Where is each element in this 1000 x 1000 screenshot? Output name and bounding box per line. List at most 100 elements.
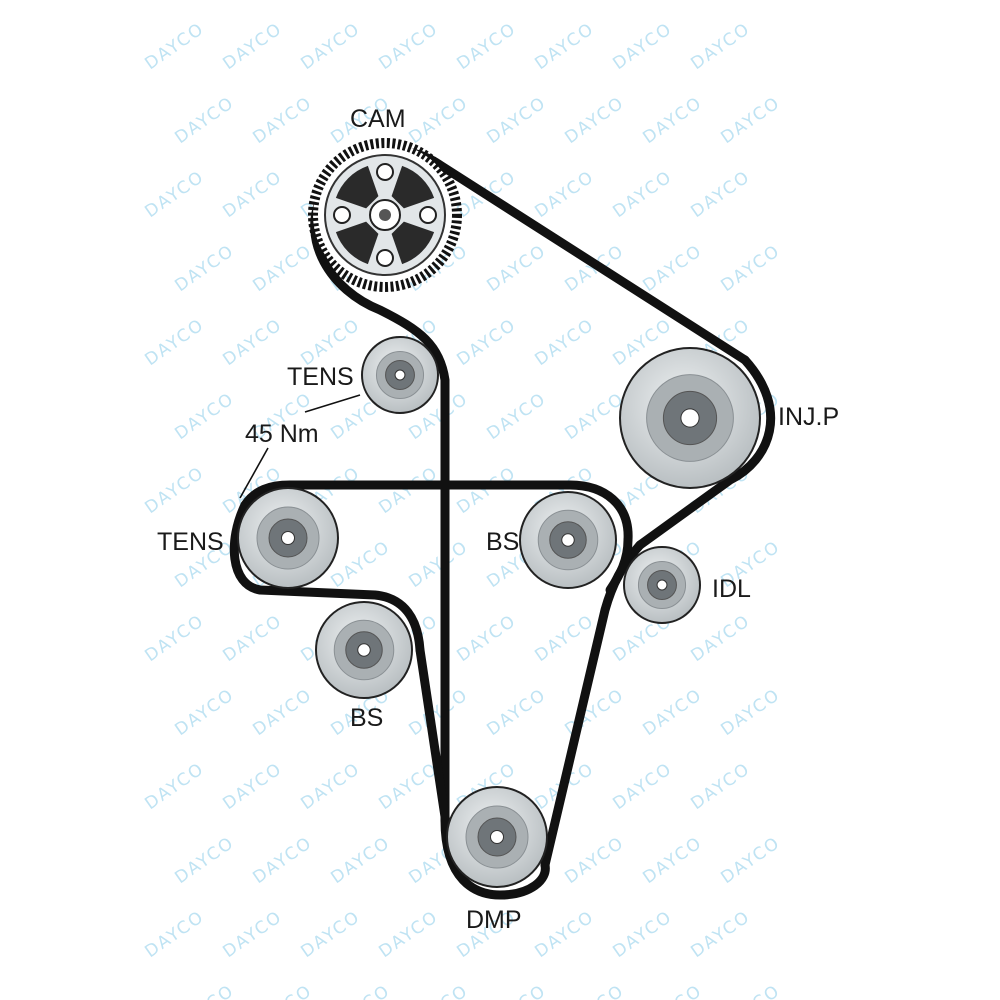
watermark-text: DAYCO: [531, 167, 598, 222]
watermark-text: DAYCO: [483, 93, 550, 148]
watermark-text: DAYCO: [171, 241, 238, 296]
watermark-text: DAYCO: [639, 93, 706, 148]
watermark-text: DAYCO: [327, 833, 394, 888]
label-idl: IDL: [712, 575, 751, 603]
cam-sprocket: [308, 138, 462, 292]
watermark-text: DAYCO: [327, 981, 394, 1000]
watermark-text: DAYCO: [249, 833, 316, 888]
watermark-text: DAYCO: [141, 19, 208, 74]
tens-top-pulley: [361, 336, 439, 414]
watermark-text: DAYCO: [375, 19, 442, 74]
watermark-text: DAYCO: [609, 19, 676, 74]
watermark-text: DAYCO: [483, 389, 550, 444]
bs-lower-pulley-ring-3: [357, 643, 371, 657]
watermark-text: DAYCO: [531, 315, 598, 370]
watermark-text: DAYCO: [375, 463, 442, 518]
watermark-text: DAYCO: [297, 315, 364, 370]
watermark-text: DAYCO: [687, 907, 754, 962]
idl-pulley-ring-3: [656, 579, 668, 591]
label-cam: CAM: [350, 105, 406, 133]
inj-p-pulley-ring-3: [680, 408, 700, 428]
watermark-text: DAYCO: [717, 93, 784, 148]
watermark-text: DAYCO: [219, 759, 286, 814]
watermark-text: DAYCO: [141, 463, 208, 518]
inj-p-pulley: [619, 347, 761, 489]
watermark-text: DAYCO: [639, 685, 706, 740]
watermark-text: DAYCO: [453, 19, 520, 74]
watermark-text: DAYCO: [561, 685, 628, 740]
watermark-text: DAYCO: [687, 611, 754, 666]
watermark-text: DAYCO: [717, 241, 784, 296]
watermark-text: DAYCO: [717, 685, 784, 740]
watermark-text: DAYCO: [141, 759, 208, 814]
watermark-text: DAYCO: [219, 19, 286, 74]
watermark-text: DAYCO: [609, 167, 676, 222]
label-tens-top: TENS: [287, 363, 354, 391]
watermark-text: DAYCO: [561, 93, 628, 148]
label-tens-left: TENS: [157, 528, 224, 556]
tens-top-leader: [304, 394, 361, 413]
watermark-text: DAYCO: [561, 833, 628, 888]
watermark-text: DAYCO: [141, 611, 208, 666]
watermark-text: DAYCO: [249, 685, 316, 740]
watermark-text: DAYCO: [171, 685, 238, 740]
watermark-text: DAYCO: [483, 241, 550, 296]
cam-sprocket-hole: [333, 206, 351, 224]
cam-sprocket-window: [391, 165, 435, 209]
idl-pulley: [623, 546, 701, 624]
watermark-text: DAYCO: [141, 315, 208, 370]
watermark-text: DAYCO: [717, 981, 784, 1000]
watermark-text: DAYCO: [531, 907, 598, 962]
watermark-text: DAYCO: [171, 981, 238, 1000]
pulley-group: [237, 336, 761, 888]
dmp-pulley: [446, 786, 548, 888]
watermark-text: DAYCO: [141, 907, 208, 962]
watermark-text: DAYCO: [687, 19, 754, 74]
watermark-text: DAYCO: [453, 611, 520, 666]
tens-left-pulley-ring-3: [281, 531, 295, 545]
label-bs-lower: BS: [350, 704, 383, 732]
watermark-text: DAYCO: [249, 93, 316, 148]
dmp-pulley-ring-3: [490, 830, 504, 844]
watermark-text: DAYCO: [483, 981, 550, 1000]
label-inj-p: INJ.P: [778, 403, 839, 431]
torque-leader: [239, 447, 269, 499]
watermark-text: DAYCO: [405, 685, 472, 740]
watermark-text: DAYCO: [249, 981, 316, 1000]
watermark-text: DAYCO: [141, 167, 208, 222]
watermark-text: DAYCO: [297, 907, 364, 962]
watermark-text: DAYCO: [687, 759, 754, 814]
cam-sprocket-hole: [376, 249, 394, 267]
watermark-text: DAYCO: [297, 759, 364, 814]
cam-sprocket-window: [391, 221, 435, 265]
watermark-text: DAYCO: [171, 833, 238, 888]
watermark-text: DAYCO: [453, 463, 520, 518]
watermark-text: DAYCO: [249, 241, 316, 296]
label-bs-right: BS: [486, 528, 519, 556]
cam-sprocket-hole: [419, 206, 437, 224]
watermark-text: DAYCO: [531, 19, 598, 74]
cam-sprocket-center: [379, 209, 391, 221]
watermark-text: DAYCO: [219, 907, 286, 962]
watermark-text: DAYCO: [453, 315, 520, 370]
bs-right-pulley-ring-3: [561, 533, 575, 547]
watermark-text: DAYCO: [405, 537, 472, 592]
watermark-text: DAYCO: [375, 759, 442, 814]
watermark-text: DAYCO: [405, 93, 472, 148]
watermark-text: DAYCO: [687, 167, 754, 222]
watermark-text: DAYCO: [171, 389, 238, 444]
tens-left-pulley: [237, 487, 339, 589]
watermark-text: DAYCO: [609, 759, 676, 814]
cam-sprocket-window: [335, 165, 379, 209]
watermark-text: DAYCO: [561, 981, 628, 1000]
label-dmp: DMP: [466, 906, 522, 934]
bs-lower-pulley: [315, 601, 413, 699]
tens-top-pulley-ring-3: [394, 369, 406, 381]
watermark-text: DAYCO: [717, 833, 784, 888]
watermark-text: DAYCO: [561, 389, 628, 444]
watermark-text: DAYCO: [375, 907, 442, 962]
watermark-text: DAYCO: [483, 685, 550, 740]
watermark-text: DAYCO: [219, 611, 286, 666]
cam-sprocket-hole: [376, 163, 394, 181]
